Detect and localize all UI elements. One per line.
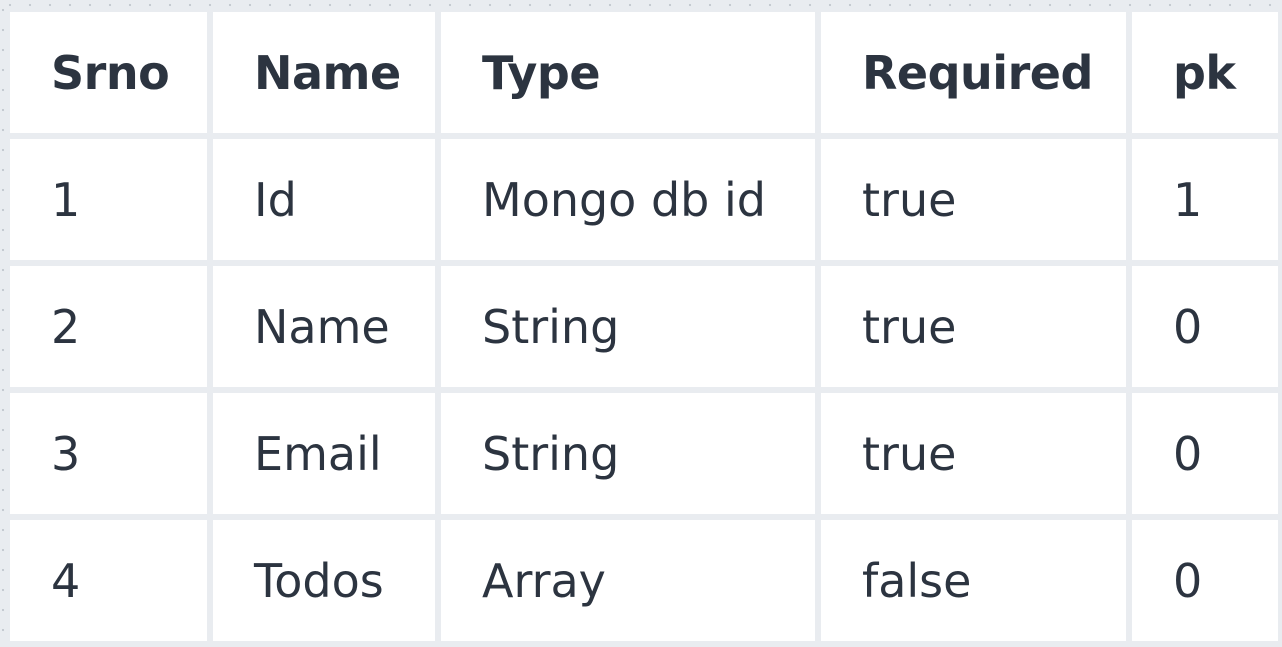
cell-pk: 0: [1132, 393, 1278, 514]
header-srno: Srno: [10, 12, 207, 133]
table-row: 1 Id Mongo db id true 1: [10, 139, 1278, 260]
table-row: 3 Email String true 0: [10, 393, 1278, 514]
cell-pk: 0: [1132, 520, 1278, 641]
cell-name: Todos: [213, 520, 435, 641]
cell-required: true: [821, 393, 1126, 514]
header-pk: pk: [1132, 12, 1278, 133]
dotted-grid-top: [0, 3, 1282, 7]
cell-srno: 4: [10, 520, 207, 641]
cell-type: Mongo db id: [441, 139, 815, 260]
header-required: Required: [821, 12, 1126, 133]
cell-name: Name: [213, 266, 435, 387]
dotted-grid-left: [1, 0, 5, 646]
table-row: 2 Name String true 0: [10, 266, 1278, 387]
cell-required: false: [821, 520, 1126, 641]
cell-srno: 3: [10, 393, 207, 514]
cell-name: Email: [213, 393, 435, 514]
cell-name: Id: [213, 139, 435, 260]
header-row: Srno Name Type Required pk: [10, 12, 1278, 133]
header-name: Name: [213, 12, 435, 133]
cell-pk: 1: [1132, 139, 1278, 260]
cell-type: String: [441, 266, 815, 387]
header-type: Type: [441, 12, 815, 133]
schema-table: Srno Name Type Required pk 1 Id Mongo db…: [4, 6, 1282, 647]
cell-srno: 2: [10, 266, 207, 387]
cell-type: Array: [441, 520, 815, 641]
cell-srno: 1: [10, 139, 207, 260]
table-row: 4 Todos Array false 0: [10, 520, 1278, 641]
cell-type: String: [441, 393, 815, 514]
cell-pk: 0: [1132, 266, 1278, 387]
cell-required: true: [821, 139, 1126, 260]
cell-required: true: [821, 266, 1126, 387]
